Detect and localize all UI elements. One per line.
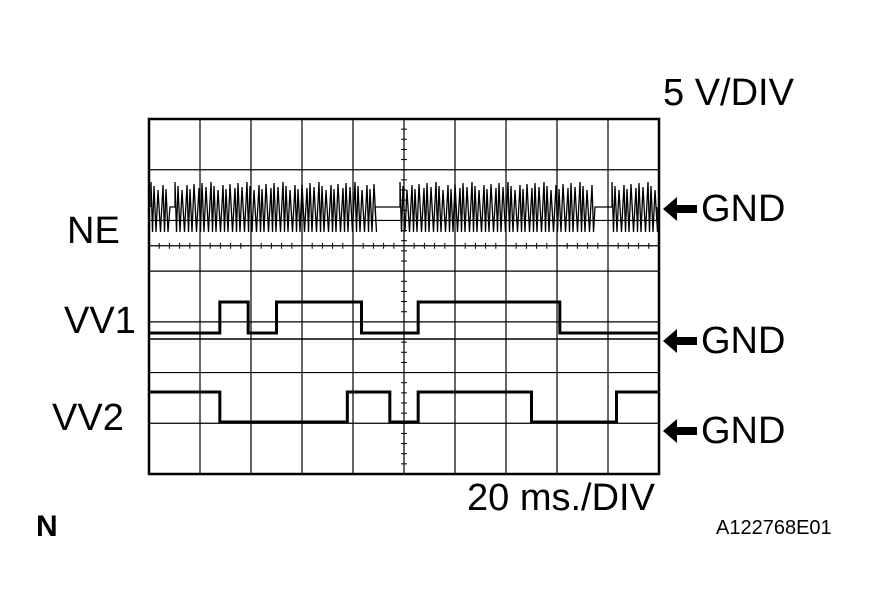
scope-division-ticks	[148, 118, 659, 465]
channel-label-vv2: VV2	[52, 397, 124, 439]
ne-ground-marker: GND	[663, 190, 785, 228]
vv1-waveform	[149, 300, 659, 335]
channel-label-vv1: VV1	[64, 300, 136, 342]
arrow-left-icon	[663, 197, 697, 221]
vv2-ground-marker: GND	[663, 412, 785, 450]
channel-label-ne: NE	[67, 210, 120, 252]
scope-frame	[147, 117, 661, 476]
vv1-ground-label: GND	[701, 320, 786, 362]
vv2-waveform	[149, 390, 659, 424]
ne-waveform	[150, 181, 659, 233]
vv2-ground-label: GND	[701, 410, 786, 452]
arrow-left-icon	[663, 329, 697, 353]
corner-mark: N	[36, 510, 58, 543]
volts-per-div-label: 5 V/DIV	[663, 72, 794, 114]
vv1-ground-marker: GND	[663, 322, 785, 360]
ne-ground-label: GND	[701, 188, 786, 230]
time-per-div-label: 20 ms./DIV	[467, 477, 655, 519]
figure-id: A122768E01	[716, 517, 832, 539]
arrow-left-icon	[663, 419, 697, 443]
